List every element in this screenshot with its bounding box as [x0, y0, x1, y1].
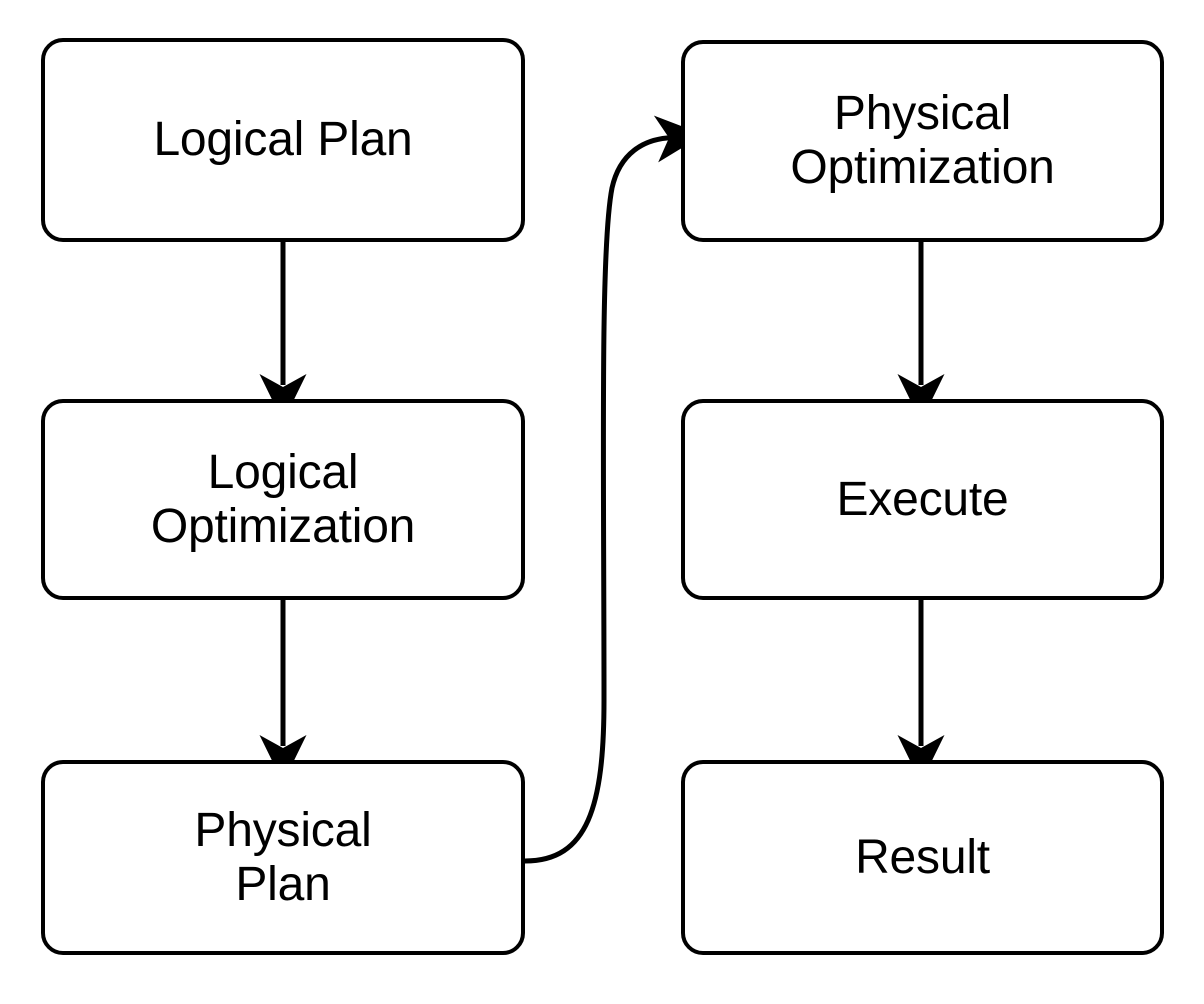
node-physical-optimization[interactable]: Physical Optimization — [681, 40, 1164, 242]
node-logical-optimization-label: Logical Optimization — [150, 445, 416, 553]
node-physical-plan-label: Physical Plan — [194, 803, 372, 911]
node-logical-optimization[interactable]: Logical Optimization — [41, 399, 525, 600]
node-execute-label: Execute — [836, 472, 1009, 526]
node-result[interactable]: Result — [681, 760, 1164, 955]
edge-physical-plan-to-physical-optimization — [522, 115, 704, 864]
node-result-label: Result — [855, 830, 990, 884]
node-logical-plan[interactable]: Logical Plan — [41, 38, 525, 242]
node-physical-optimization-label: Physical Optimization — [790, 87, 1055, 194]
node-logical-plan-label: Logical Plan — [153, 113, 413, 167]
node-physical-plan[interactable]: Physical Plan — [41, 760, 525, 955]
node-execute[interactable]: Execute — [681, 399, 1164, 600]
